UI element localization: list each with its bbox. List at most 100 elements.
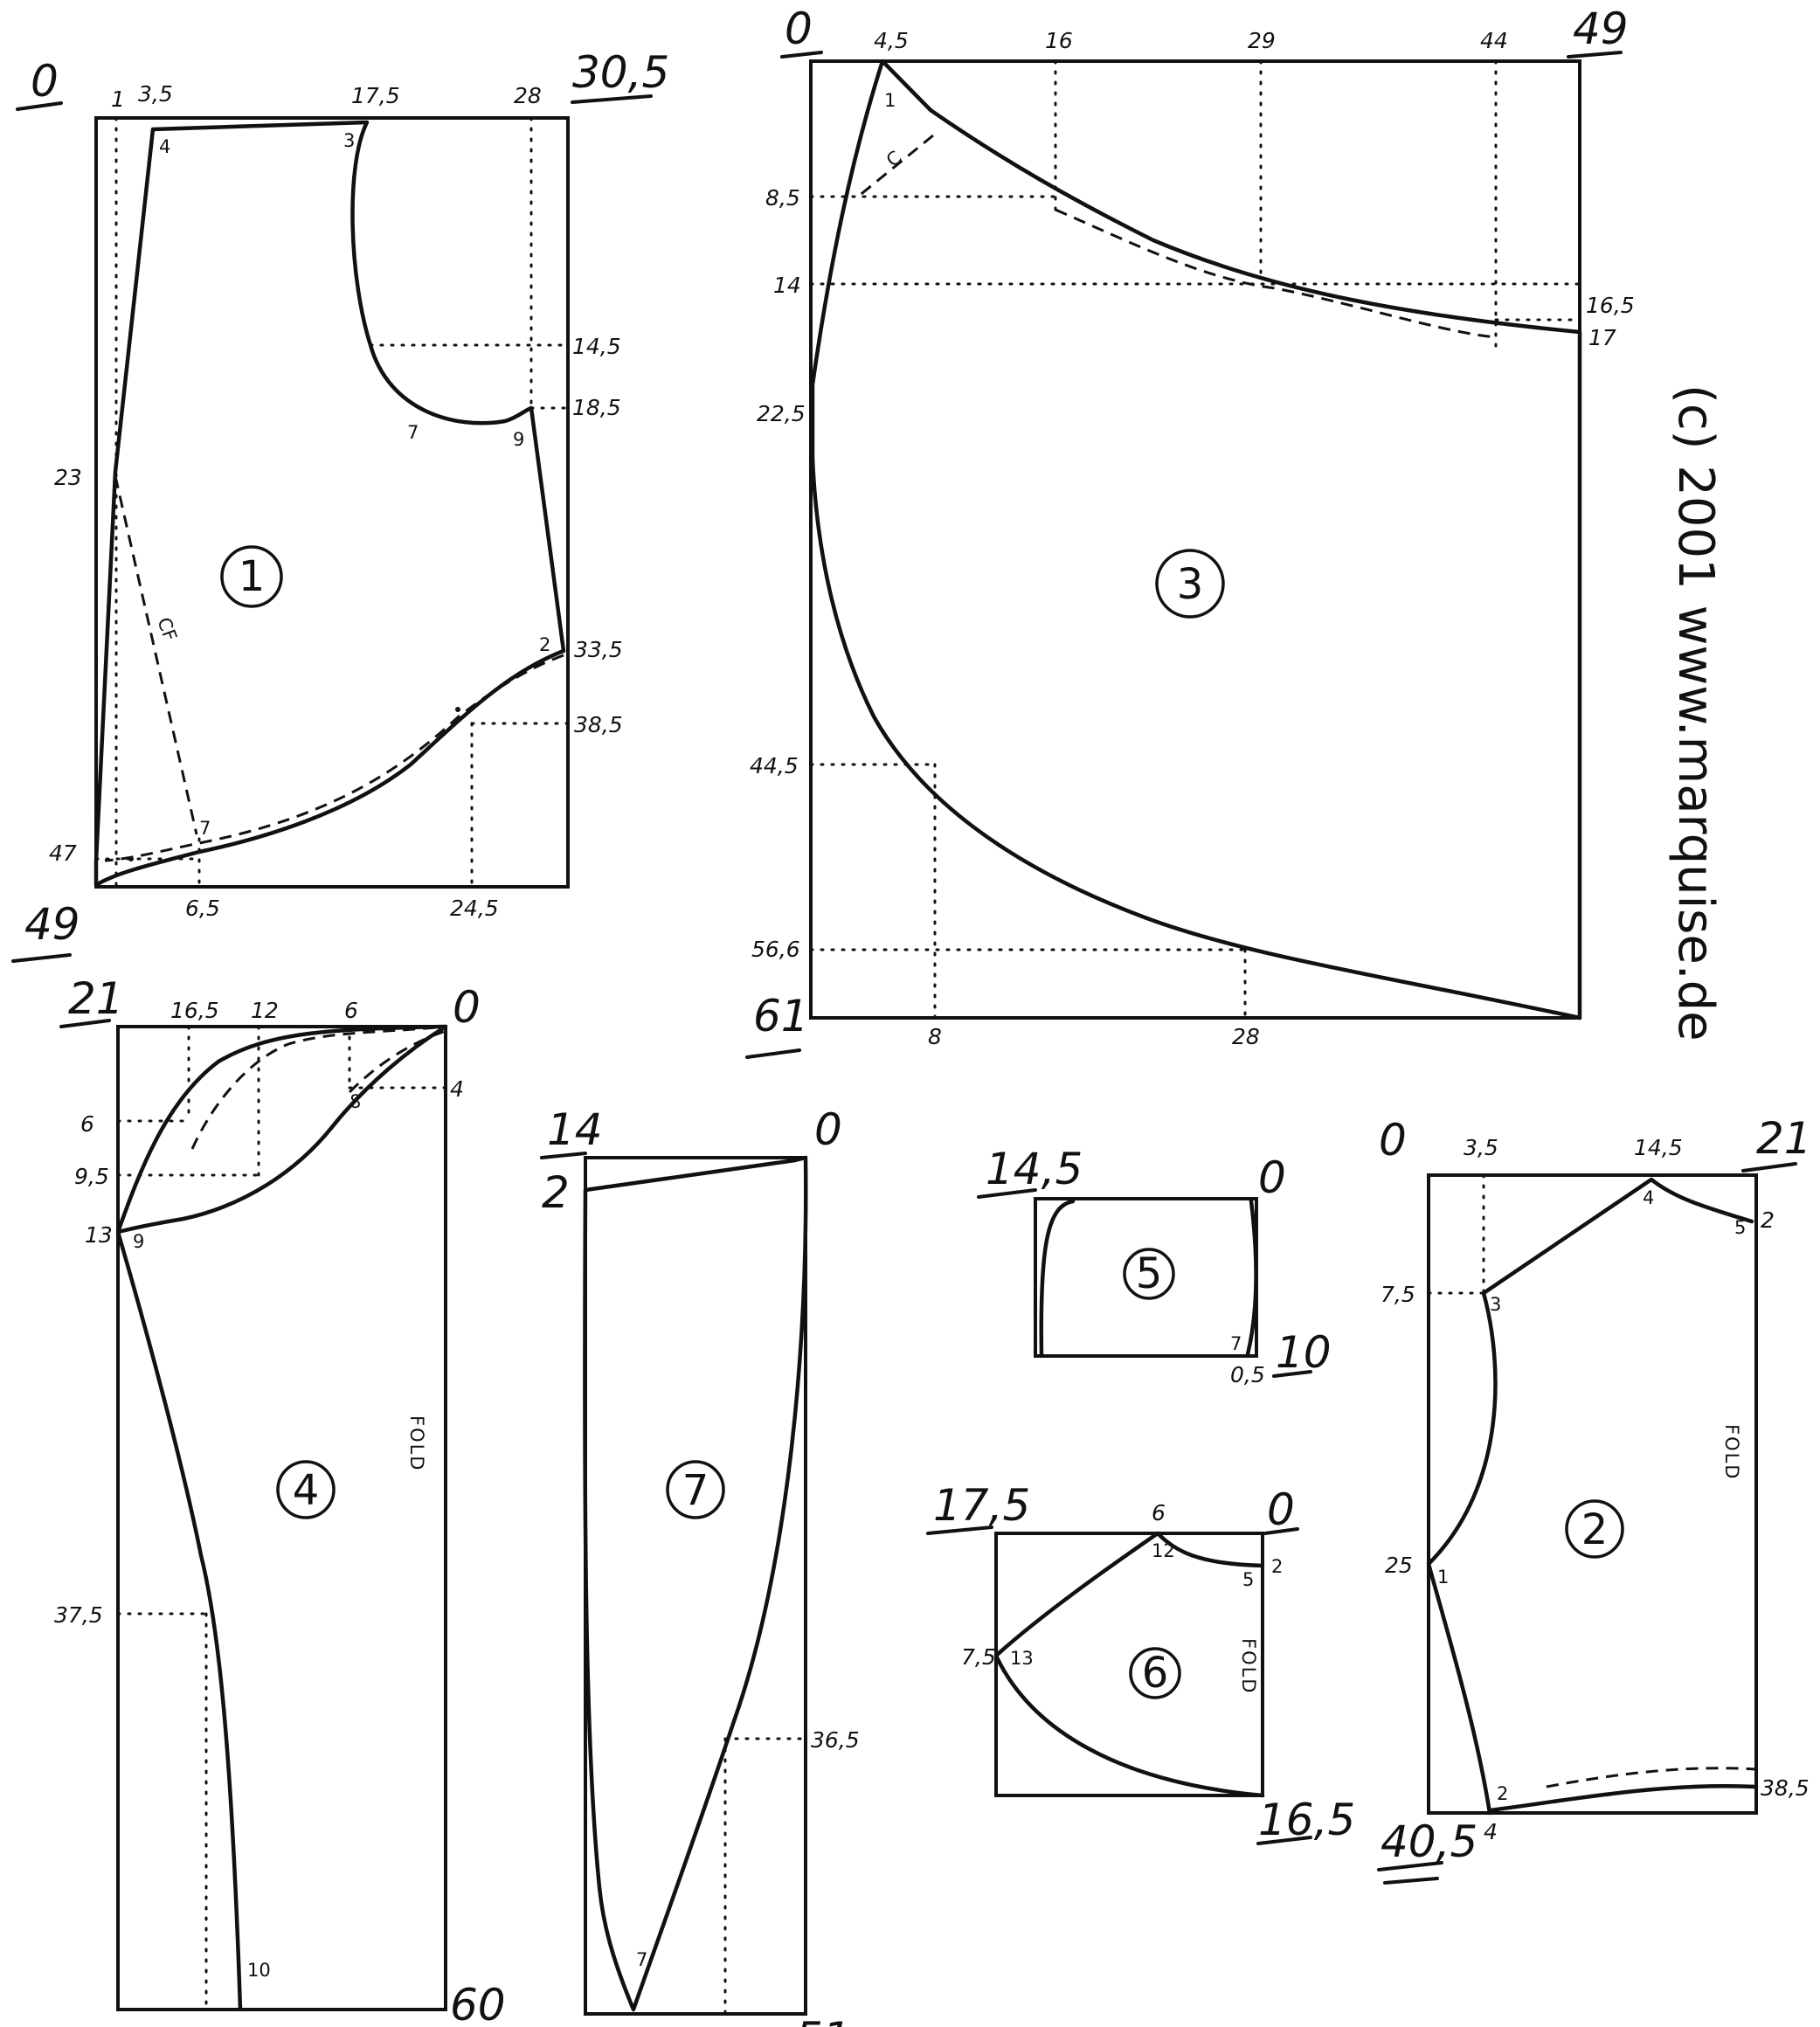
piece-1-number: 1 <box>239 552 266 601</box>
piece-3-right-label: 17 <box>1588 325 1616 350</box>
piece-1-top-label: 17,5 <box>351 83 400 108</box>
piece-3-bottom-label: 28 <box>1232 1024 1260 1049</box>
piece-5-number: 5 <box>1136 1249 1163 1298</box>
piece-5-underline <box>977 1188 1037 1199</box>
piece-4-bottom-label: 15 <box>190 2024 218 2027</box>
piece-2-number: 2 <box>1581 1505 1609 1554</box>
piece-7-top-label: 0 <box>814 1104 842 1155</box>
piece-6-frame <box>994 1532 1264 1797</box>
piece-1-cf-label: CF <box>153 615 181 644</box>
piece-2-bottom-label: 4 <box>1484 1819 1498 1844</box>
piece-2-top-label: 0 <box>1379 1115 1407 1166</box>
piece-1-frame <box>94 116 570 889</box>
piece-6-number-circle <box>1129 1647 1181 1699</box>
piece-1-top-label: 28 <box>514 83 542 108</box>
piece-1-underline <box>571 94 653 104</box>
piece-1-right-label: 14,5 <box>572 334 621 359</box>
piece-3: 0 4,5 16 29 44 49 8,5 14 22,5 44,5 56,6 … <box>745 3 1635 1059</box>
piece-3-left-label: 8,5 <box>765 185 800 211</box>
piece-7-bottom-label: 51 <box>795 2013 851 2027</box>
piece-1-point-label: 9 <box>513 429 524 450</box>
piece-3-top-label: 4,5 <box>874 28 909 53</box>
piece-6-point-label: 2 <box>1271 1556 1283 1577</box>
piece-3-top-label: 0 <box>785 3 813 54</box>
piece-3-underline <box>745 1048 801 1059</box>
piece-1-top-label: 30,5 <box>572 47 669 98</box>
piece-4-outline <box>115 1024 448 2012</box>
piece-1-point-label: 3 <box>343 130 355 151</box>
piece-5-bottom-label: 10 <box>1276 1327 1332 1378</box>
piece-7-underline <box>540 1152 587 1159</box>
piece-7-outline <box>583 1155 808 2012</box>
piece-3-bottom-label: 8 <box>928 1024 942 1049</box>
piece-6-outline <box>993 1531 1265 1798</box>
piece-4-bottom-label: 60 <box>450 1980 506 2027</box>
piece-6-top-label: 0 <box>1267 1484 1295 1535</box>
piece-4-top-label: 0 <box>453 982 481 1033</box>
piece-4-right-label: 4 <box>450 1076 464 1102</box>
piece-7-right-label: 36,5 <box>811 1727 860 1753</box>
piece-2-point-label: 2 <box>1497 1783 1508 1804</box>
piece-5-point-label: 7 <box>1230 1333 1242 1354</box>
piece-1-seam-allowance <box>104 654 564 862</box>
piece-4-left-label: 6 <box>80 1111 94 1137</box>
piece-6-underline <box>1256 1836 1312 1845</box>
piece-1-outline <box>93 120 566 888</box>
piece-3-number-circle <box>1155 549 1225 619</box>
piece-6-point-label: 13 <box>1010 1648 1034 1669</box>
piece-3-left-label: 56,6 <box>751 937 800 962</box>
piece-4: 21 16,5 12 6 0 6 9,5 13 37,5 4 9 8 10 15… <box>54 973 506 2027</box>
piece-1-left-label: 23 <box>54 465 82 490</box>
piece-5-top-label: 0 <box>1258 1152 1286 1203</box>
piece-6-point-label: 12 <box>1152 1540 1175 1561</box>
piece-3-left-label: 22,5 <box>757 401 806 426</box>
piece-3-left-label: 44,5 <box>750 753 799 778</box>
piece-3-top-label: 44 <box>1480 28 1508 53</box>
piece-3-left-label: 14 <box>773 273 801 298</box>
piece-4-number-circle <box>276 1460 336 1519</box>
piece-4-point-label: 8 <box>349 1091 361 1112</box>
piece-4-top-label: 21 <box>68 973 124 1024</box>
piece-6-point-label: 5 <box>1242 1569 1254 1590</box>
piece-1-right-label: 33,5 <box>574 637 623 662</box>
piece-1-top-label: 0 <box>31 56 59 107</box>
piece-1-number-circle <box>220 545 283 608</box>
piece-6-fold-label: FOLD <box>1238 1638 1259 1694</box>
piece-2-point-label: 3 <box>1490 1294 1501 1315</box>
piece-1-right-label: 18,5 <box>572 395 621 420</box>
piece-3-top-label: 16 <box>1045 28 1073 53</box>
piece-4-frame <box>116 1025 447 2011</box>
piece-3-number: 3 <box>1177 560 1204 609</box>
piece-6-top-label: 17,5 <box>933 1480 1030 1531</box>
piece-5-underline <box>1272 1370 1312 1378</box>
piece-4-left-label: 13 <box>85 1222 113 1248</box>
piece-2-right-label: 38,5 <box>1761 1775 1810 1801</box>
piece-6-number: 6 <box>1142 1649 1169 1698</box>
piece-4-bottom-label: 13 <box>234 2024 262 2027</box>
piece-2-point-label: 5 <box>1734 1217 1746 1238</box>
piece-1-right-label: 38,5 <box>574 712 623 737</box>
piece-2-frame <box>1427 1173 1758 1815</box>
piece-2-underline <box>1377 1861 1443 1871</box>
piece-3-point-label: C <box>882 147 906 171</box>
piece-4-top-label: 6 <box>344 998 358 1023</box>
piece-7-left-label: 2 <box>542 1167 570 1218</box>
piece-2-point-label: 1 <box>1437 1567 1449 1588</box>
piece-5-top-label: 14,5 <box>986 1144 1083 1194</box>
piece-2-left-label: 7,5 <box>1381 1282 1415 1307</box>
piece-4-point-label: 9 <box>133 1231 144 1252</box>
piece-3-right-label: 16,5 <box>1586 293 1635 318</box>
piece-3-top-label: 29 <box>1248 28 1276 53</box>
piece-3-top-label: 49 <box>1573 3 1629 54</box>
piece-1-left-label: 47 <box>49 841 77 866</box>
piece-1-bottom-label: 6,5 <box>185 896 220 921</box>
piece-1-point-dot <box>455 707 460 712</box>
piece-2-right-label: 2 <box>1761 1207 1775 1233</box>
piece-4-point-label: 10 <box>247 1960 271 1981</box>
piece-7-top-label: 14 <box>547 1104 603 1155</box>
copyright-text: (c) 2001 www.marquise.de <box>1667 384 1724 1041</box>
piece-7-number: 7 <box>682 1466 709 1515</box>
piece-1-cf-line <box>114 475 198 835</box>
piece-2-top-label: 3,5 <box>1464 1135 1498 1160</box>
piece-1-point-label: 2 <box>539 634 550 655</box>
